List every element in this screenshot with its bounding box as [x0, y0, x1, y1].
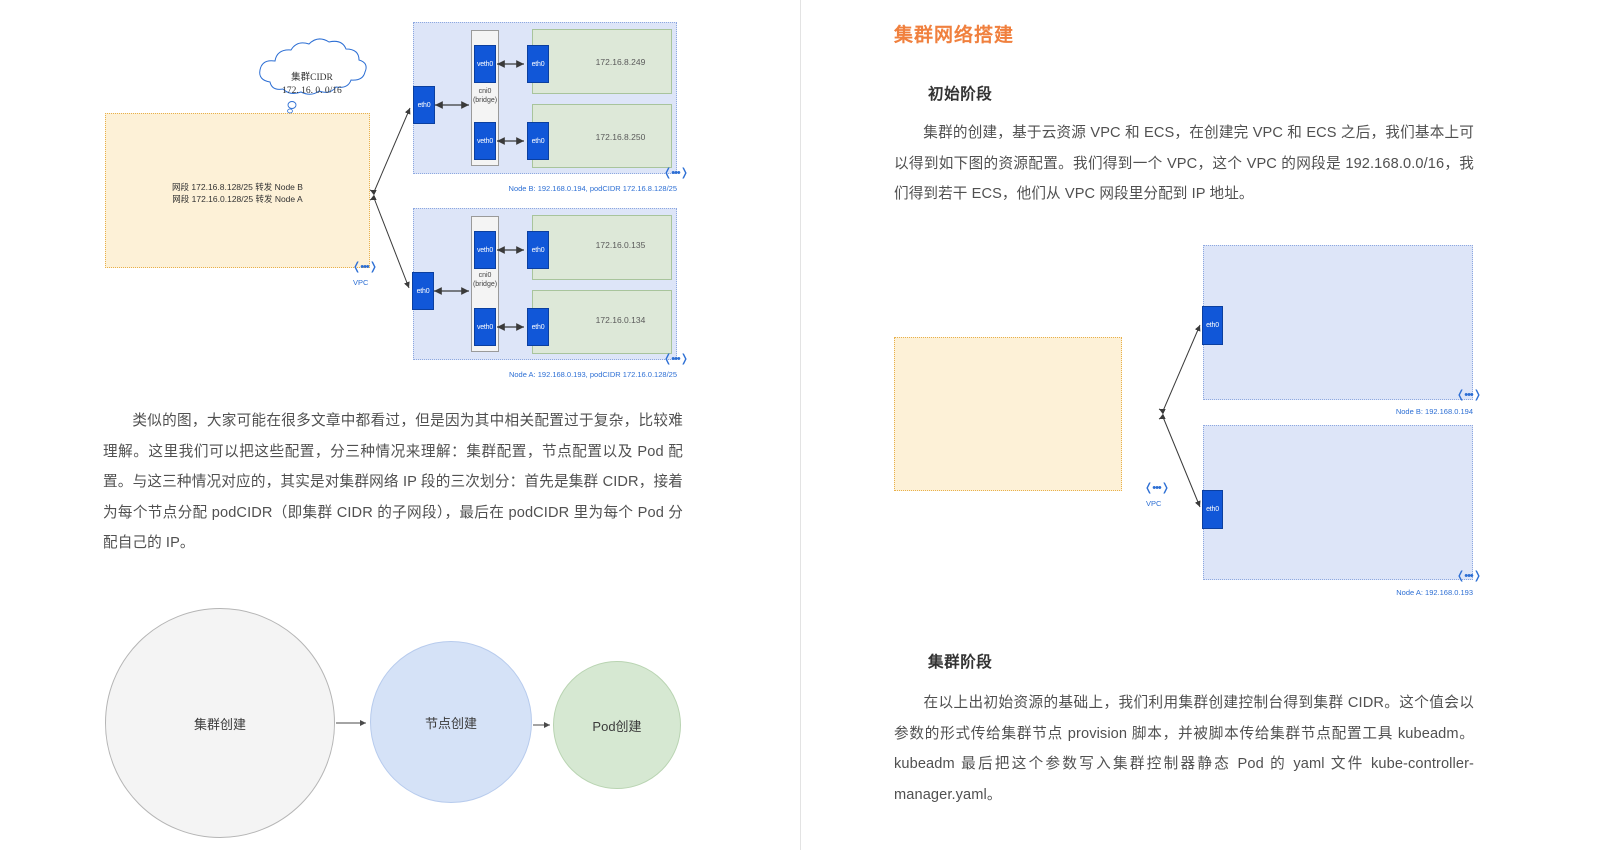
node-b-box: [1203, 245, 1473, 400]
vpc-rule-line-2: 网段 172.16.0.128/25 转发 Node A: [172, 194, 303, 205]
flow-circle-cluster: 集群创建: [105, 608, 335, 838]
flow-circle-node-label: 节点创建: [424, 715, 477, 731]
cni-name: cni0: [478, 88, 492, 95]
node-b-veth0-2: veth0: [474, 122, 496, 160]
vpc-chevron-icon: ❬•••❭: [352, 261, 378, 273]
right-column: 集群网络搭建 初始阶段 集群的创建，基于云资源 VPC 和 ECS，在创建完 V…: [801, 0, 1601, 850]
node-a-pod-2-ip: 172.16.0.134: [595, 315, 646, 325]
flow-circle-cluster-label: 集群创建: [193, 716, 246, 732]
cni-type: (bridge): [472, 280, 498, 288]
node-b-eth0: eth0: [413, 86, 435, 124]
section-paragraph-initial-text: 集群的创建，基于云资源 VPC 和 ECS，在创建完 VPC 和 ECS 之后，…: [894, 125, 1474, 202]
node-a-eth0: eth0: [1202, 490, 1223, 529]
node-b-caption: Node B: 192.168.0.194: [1395, 407, 1473, 416]
flow-circle-node: 节点创建: [370, 641, 532, 803]
node-b-pod-2-eth0: eth0: [527, 122, 549, 160]
vpc-caption: VPC: [1146, 499, 1162, 508]
initial-resources-diagram: ❬•••❭ VPC eth0 ❬•••❭ Node B: 192.168.0.1…: [801, 235, 1601, 610]
cni-type: (bridge): [472, 96, 498, 104]
left-paragraph-text: 类似的图，大家可能在很多文章中都看过，但是因为其中相关配置过于复杂，比较难理解。…: [103, 413, 683, 551]
vpc-caption: VPC: [353, 278, 369, 287]
cluster-cidr-cloud-text: 集群CIDR 172. 16. 0. 0/16: [263, 72, 361, 98]
node-b-pod-1-eth0: eth0: [527, 45, 549, 83]
flow-circle-pod: Pod创建: [553, 661, 681, 789]
vpc-chevron-icon: ❬•••❭: [1144, 482, 1170, 494]
node-a-pod-2: [532, 290, 672, 354]
creation-flow-diagram: 集群创建 节点创建 Pod创建: [0, 595, 800, 850]
node-a-cni0-label: cni0 (bridge): [471, 272, 499, 290]
node-a-chevron-icon: ❬•••❭: [663, 353, 689, 365]
cni-name: cni0: [478, 272, 492, 279]
vpc-forwarding-rules: 网段 172.16.8.128/25 转发 Node B 网段 172.16.0…: [105, 181, 370, 206]
node-a-veth0-1: veth0: [474, 231, 496, 269]
node-b-eth0: eth0: [1202, 306, 1223, 345]
page-title: 集群网络搭建: [894, 25, 1015, 46]
cluster-network-detail-diagram: 网段 172.16.8.128/25 转发 Node B 网段 172.16.0…: [0, 0, 800, 395]
flow-circle-pod-label: Pod创建: [592, 718, 642, 734]
node-a-caption: Node A: 192.168.0.193: [1396, 588, 1473, 597]
node-b-chevron-icon: ❬•••❭: [663, 167, 689, 179]
node-b-chevron-icon: ❬•••❭: [1456, 389, 1482, 401]
cloud-line-1: 集群CIDR: [291, 73, 333, 83]
left-column: 网段 172.16.8.128/25 转发 Node B 网段 172.16.0…: [0, 0, 800, 850]
vpc-rule-line-1: 网段 172.16.8.128/25 转发 Node B: [172, 182, 303, 192]
node-a-caption: Node A: 192.168.0.193, podCIDR 172.16.0.…: [508, 370, 677, 379]
node-a-chevron-icon: ❬•••❭: [1456, 570, 1482, 582]
node-b-veth0-1: veth0: [474, 45, 496, 83]
section-paragraph-initial: 集群的创建，基于云资源 VPC 和 ECS，在创建完 VPC 和 ECS 之后，…: [894, 118, 1474, 210]
node-b-pod-2-ip: 172.16.8.250: [595, 132, 646, 142]
section-heading-initial: 初始阶段: [928, 86, 993, 103]
node-a-box: [1203, 425, 1473, 580]
cloud-line-2: 172. 16. 0. 0/16: [282, 85, 342, 96]
node-a-eth0: eth0: [412, 272, 434, 310]
column-divider: [800, 0, 801, 850]
section-paragraph-cluster: 在以上出初始资源的基础上，我们利用集群创建控制台得到集群 CIDR。这个值会以参…: [894, 688, 1474, 810]
node-a-pod-2-eth0: eth0: [527, 308, 549, 346]
vpc-box: [105, 113, 370, 268]
node-a-pod-1: [532, 215, 672, 280]
vpc-box: [894, 337, 1122, 491]
left-paragraph: 类似的图，大家可能在很多文章中都看过，但是因为其中相关配置过于复杂，比较难理解。…: [103, 406, 683, 559]
node-a-veth0-2: veth0: [474, 308, 496, 346]
node-b-cni0-label: cni0 (bridge): [471, 88, 499, 106]
node-a-pod-1-eth0: eth0: [527, 231, 549, 269]
node-b-pod-1-ip: 172.16.8.249: [595, 57, 646, 67]
node-b-caption: Node B: 192.168.0.194, podCIDR 172.16.8.…: [508, 184, 677, 193]
section-paragraph-cluster-text: 在以上出初始资源的基础上，我们利用集群创建控制台得到集群 CIDR。这个值会以参…: [894, 695, 1474, 803]
section-heading-cluster: 集群阶段: [928, 654, 993, 671]
node-a-pod-1-ip: 172.16.0.135: [595, 240, 646, 250]
